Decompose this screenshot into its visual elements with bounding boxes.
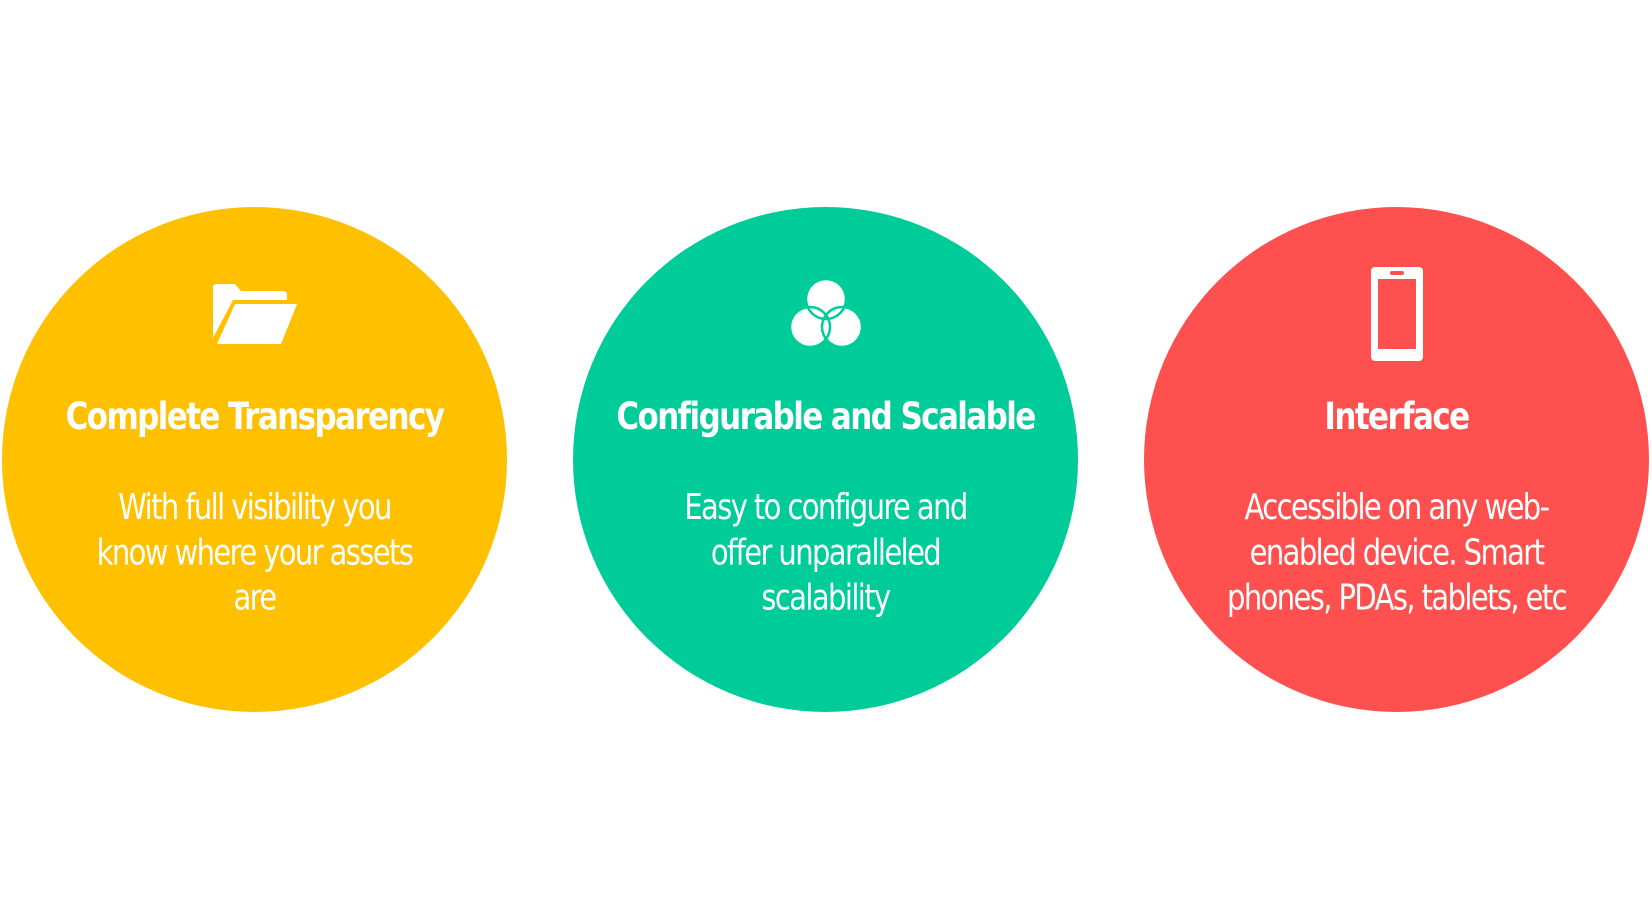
feature-title: Interface	[1324, 395, 1470, 439]
mobile-phone-icon	[1369, 265, 1425, 367]
feature-circle-interface: Interface Accessible on any web-enabled …	[1144, 207, 1649, 712]
feature-description: Accessible on any web-enabled device. Sm…	[1227, 486, 1568, 618]
feature-title: Configurable and Scalable	[616, 395, 1036, 439]
feature-title: Complete Transparency	[65, 395, 445, 439]
venn-diagram-icon	[788, 277, 864, 357]
folder-open-icon	[211, 282, 299, 350]
feature-circle-transparency: Complete Transparency With full visibili…	[2, 207, 507, 712]
feature-description: With full visibility you know where your…	[96, 486, 414, 618]
feature-circle-configurable: Configurable and Scalable Easy to config…	[573, 207, 1078, 712]
feature-description: Easy to configure and offer unparalleled…	[684, 486, 968, 618]
